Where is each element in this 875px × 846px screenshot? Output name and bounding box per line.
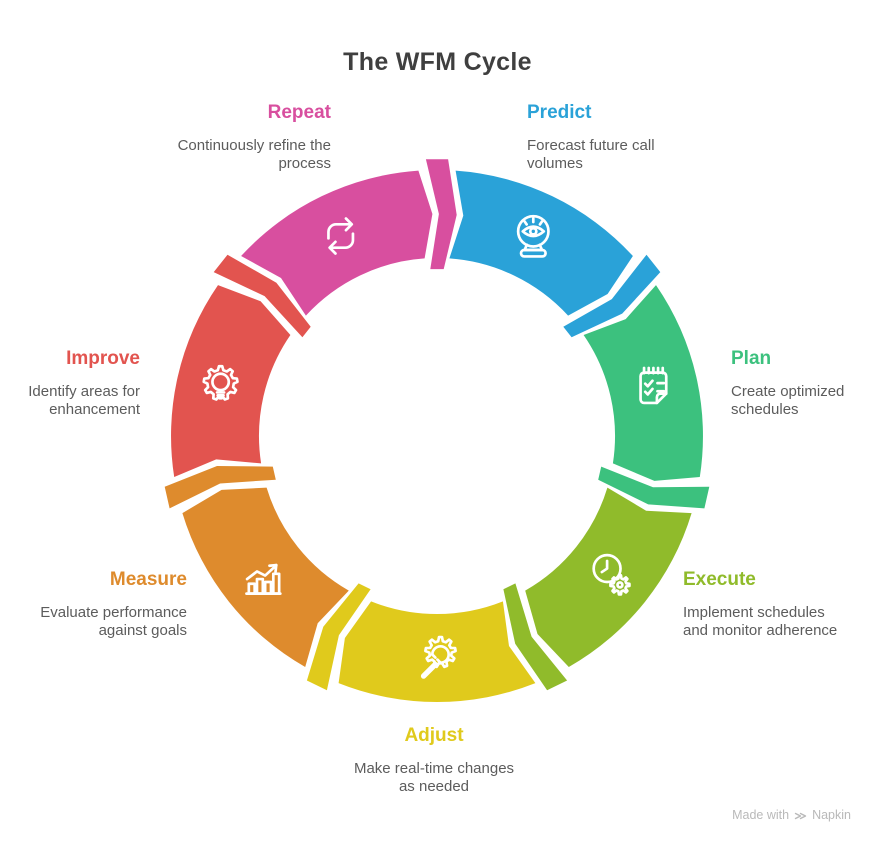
segment-arrow-measure (164, 466, 276, 509)
icon-part (245, 564, 278, 581)
stage-label-measure: Measure (109, 569, 187, 590)
stage-label-adjust: Adjust (404, 725, 464, 746)
bulb-gear-icon (202, 364, 239, 401)
icon-part (639, 371, 668, 405)
segment-arrow-predict (563, 254, 661, 338)
segment-arrow-improve (213, 254, 311, 338)
desc-line: schedules (731, 401, 799, 418)
icon-part (538, 220, 544, 226)
stage-description-measure: Evaluate performance against goals (40, 604, 187, 640)
icon-part (616, 581, 624, 589)
icon-part (528, 226, 538, 236)
stage-label-repeat: Repeat (267, 102, 331, 123)
icon-part (420, 661, 438, 679)
desc-line: as needed (398, 778, 470, 795)
icon-part (274, 563, 278, 574)
desc-line: process (278, 155, 331, 172)
icon-part (516, 214, 550, 248)
stage-repeat: Repeat Continuously refine the process (178, 102, 331, 173)
icon-part (202, 364, 239, 401)
icon-part (327, 222, 353, 240)
desc-line: Continuously refine the (177, 137, 331, 154)
stage-description-execute: Implement schedules and monitor adherenc… (683, 604, 837, 640)
stage-improve: Improve Identify areas for enhancement (28, 348, 140, 419)
bar-chart-icon (245, 563, 282, 595)
icon-part (328, 240, 337, 255)
repeat-icon (327, 217, 355, 255)
segment-measure (182, 487, 349, 667)
stage-label-predict: Predict (527, 102, 592, 123)
stage-description-repeat: Continuously refine the process (178, 137, 331, 173)
icon-part (211, 372, 231, 392)
desc-line: Identify areas for (28, 383, 140, 400)
page-title: The WFM Cycle (343, 48, 532, 76)
icon-part (523, 220, 528, 226)
napkin-logo-icon (794, 812, 807, 819)
napkin-credit: Made with Napkin (732, 808, 851, 822)
desc-line: Create optimized (731, 383, 845, 400)
desc-line: Evaluate performance (40, 604, 187, 621)
icon-part (255, 577, 265, 595)
crystal-ball-icon (516, 214, 550, 258)
icon-part (430, 645, 450, 665)
icon-part (600, 559, 609, 574)
stage-description-adjust: Make real-time changes as needed (354, 760, 514, 796)
icon-part (643, 387, 654, 396)
icon-part (247, 582, 256, 595)
icon-part (263, 580, 273, 595)
stage-plan: Plan Create optimized schedules (731, 348, 844, 419)
desc-line: and monitor adherence (683, 622, 838, 639)
stage-label-plan: Plan (731, 348, 772, 369)
credit-text: Made with (732, 808, 790, 822)
stage-description-plan: Create optimized schedules (731, 383, 844, 419)
notepad-check-icon (639, 366, 668, 405)
icon-part (519, 248, 547, 258)
stage-description-predict: Forecast future call volumes (527, 137, 655, 173)
segment-adjust (338, 601, 536, 702)
desc-line: Make real-time changes (353, 760, 515, 777)
desc-line: against goals (98, 622, 187, 639)
stage-measure: Measure Evaluate performance against goa… (40, 569, 187, 640)
icon-part (643, 379, 654, 388)
icon-part (328, 232, 355, 250)
desc-line: volumes (527, 155, 583, 172)
icon-part (521, 225, 546, 238)
icon-part (655, 392, 668, 405)
stage-label-improve: Improve (66, 348, 140, 369)
stage-execute: Execute Implement schedules and monitor … (683, 569, 837, 640)
icon-part (344, 217, 354, 232)
icon-part (430, 653, 437, 659)
icon-part (271, 572, 281, 595)
segment-arrow-repeat (425, 159, 457, 270)
segment-improve (171, 285, 291, 477)
segment-plan (583, 285, 703, 481)
segment-execute (525, 487, 692, 667)
clock-gear-icon (592, 553, 631, 596)
icon-part (609, 574, 631, 596)
desc-line: enhancement (49, 401, 140, 418)
credit-brand: Napkin (812, 808, 851, 822)
segment-arrow-execute (503, 583, 568, 691)
stage-description-improve: Identify areas for enhancement (28, 383, 140, 419)
wrench-gear-icon (420, 635, 457, 679)
icon-part (592, 553, 622, 584)
segment-repeat (241, 170, 433, 316)
desc-line: Forecast future call (527, 137, 655, 154)
stage-adjust: Adjust Make real-time changes as needed (354, 725, 514, 796)
stage-predict: Predict Forecast future call volumes (527, 102, 655, 173)
icon-part (424, 635, 457, 669)
icon-part (436, 658, 442, 665)
segment-arrow-adjust (306, 583, 371, 691)
desc-line: Implement schedules (683, 604, 825, 621)
segment-arrow-plan (598, 466, 710, 509)
stage-label-execute: Execute (683, 569, 756, 590)
